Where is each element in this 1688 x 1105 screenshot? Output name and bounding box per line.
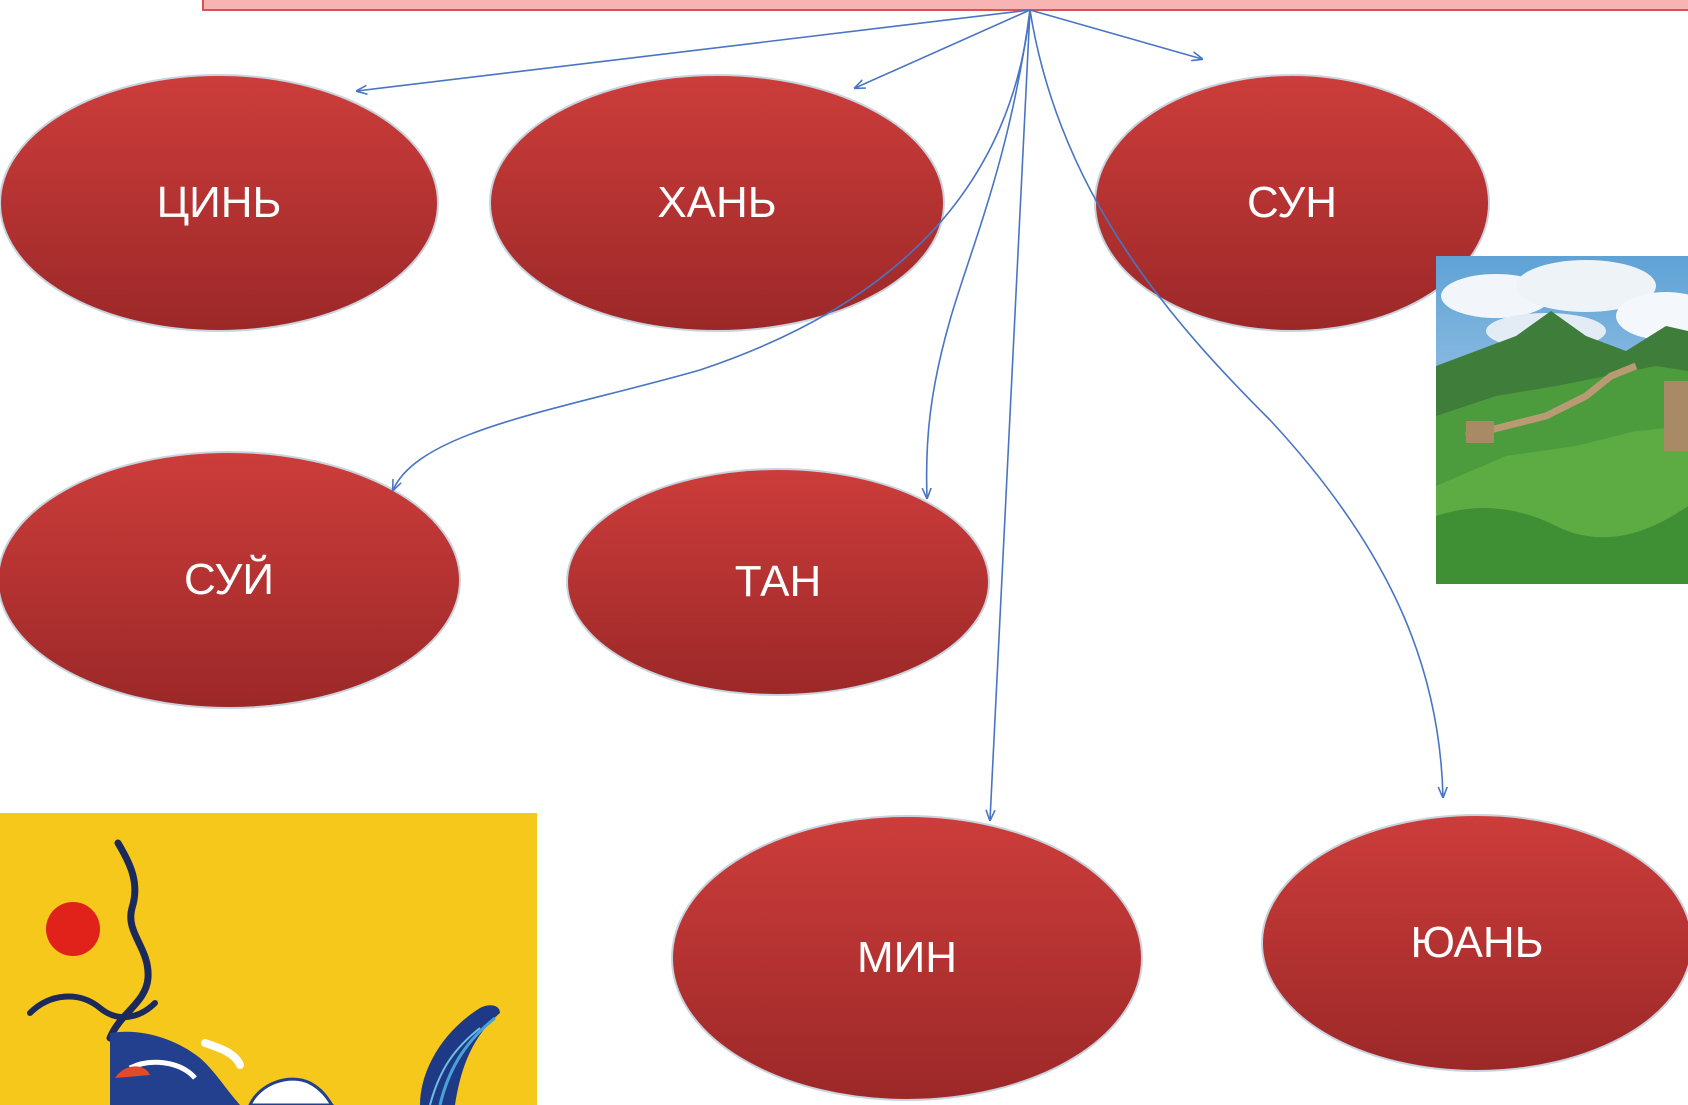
connector-to-ming	[990, 9, 1031, 820]
node-label-sui: СУЙ	[184, 555, 274, 604]
node-sui[interactable]	[0, 451, 461, 709]
node-label-qin: ЦИНЬ	[156, 178, 282, 227]
node-label-ming: МИН	[856, 933, 958, 982]
node-yuan[interactable]	[1261, 814, 1688, 1072]
node-tang[interactable]	[566, 468, 990, 696]
header-box	[202, 0, 1688, 11]
node-han[interactable]	[489, 74, 945, 332]
node-label-han: ХАНЬ	[657, 178, 777, 227]
node-label-yuan: ЮАНЬ	[1410, 918, 1544, 967]
connector-to-sui	[393, 9, 1031, 490]
node-song[interactable]	[1094, 74, 1490, 332]
connector-to-han	[855, 9, 1031, 88]
connector-to-qin	[357, 9, 1031, 91]
node-label-song: СУН	[1246, 178, 1338, 227]
connector-to-tang	[927, 9, 1031, 498]
node-qin[interactable]	[0, 74, 439, 332]
connectors	[357, 9, 1443, 820]
red-sun-icon	[46, 902, 100, 956]
great-wall-photo	[1436, 256, 1688, 584]
node-ming[interactable]	[671, 815, 1143, 1101]
connector-to-song	[1029, 9, 1202, 59]
node-label-tang: ТАН	[734, 557, 822, 606]
node-shapes	[0, 74, 1688, 1101]
qing-flag-image	[0, 813, 537, 1105]
connector-to-yuan	[1029, 9, 1443, 797]
